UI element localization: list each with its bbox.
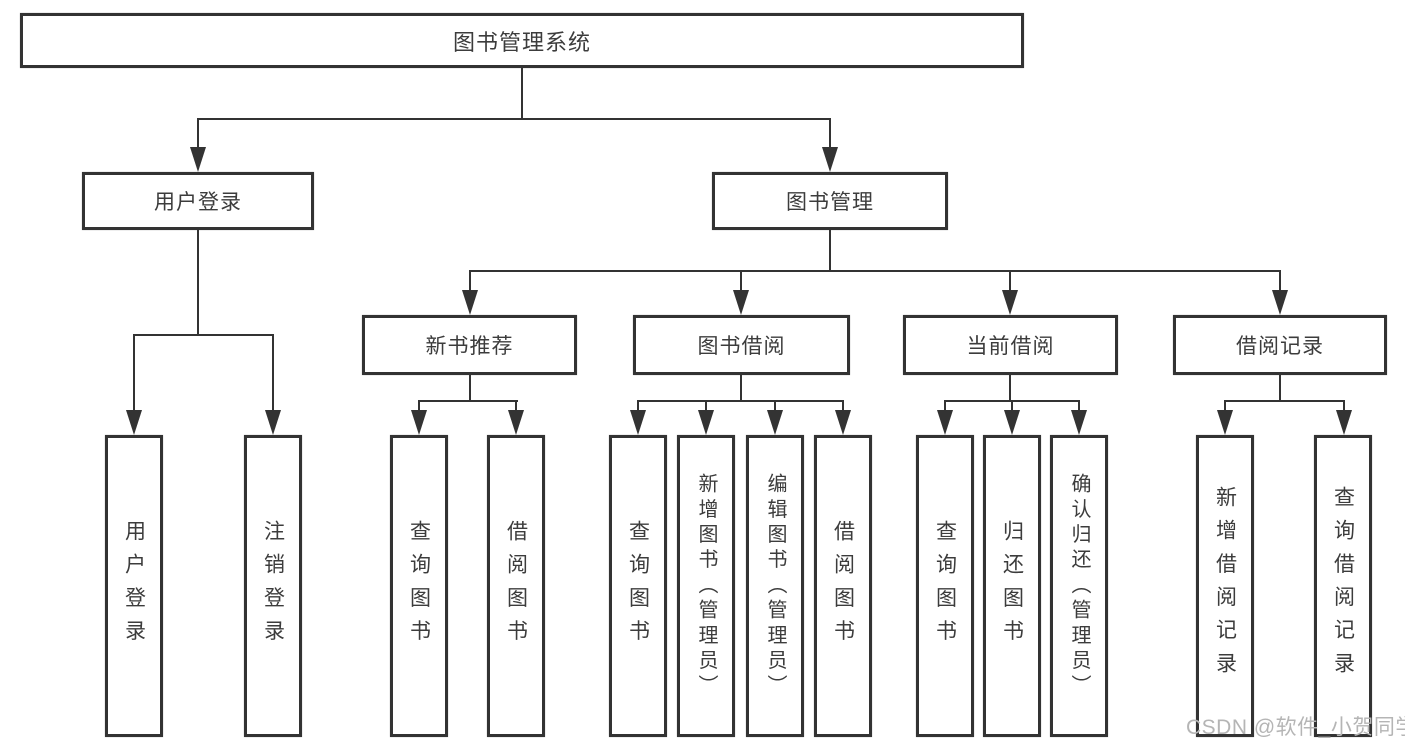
leaf-label: 查询图书 (407, 519, 431, 653)
node-library-management-system: 图书管理系统 (20, 13, 1024, 68)
leaf-label: 借阅图书 (831, 519, 855, 653)
arrow-down-icon (1217, 410, 1233, 435)
node-label: 用户登录 (154, 191, 242, 214)
arrow-down-icon (462, 290, 478, 315)
connector-line (418, 400, 420, 412)
arrow-down-icon (265, 410, 281, 435)
connector-line (842, 400, 844, 412)
arrow-down-icon (1004, 410, 1020, 435)
leaf-label: 注销登录 (261, 519, 285, 653)
leaf-borrow-books: 借阅图书 (814, 435, 872, 737)
connector-line (1279, 375, 1281, 402)
connector-line (740, 270, 742, 292)
leaf-label: 查询图书 (626, 519, 650, 653)
node-user-login: 用户登录 (82, 172, 314, 230)
connector-line (637, 400, 844, 402)
leaf-return-books: 归还图书 (983, 435, 1041, 737)
node-label: 借阅记录 (1236, 335, 1324, 358)
connector-line (515, 400, 517, 412)
connector-line (740, 375, 742, 402)
leaf-add-books-admin: 新增图书（管理员） (677, 435, 735, 737)
arrow-down-icon (698, 410, 714, 435)
connector-line (418, 400, 518, 402)
connector-line (133, 334, 135, 412)
leaf-label: 新增借阅记录 (1213, 486, 1237, 686)
node-new-book-recommendation: 新书推荐 (362, 315, 577, 375)
connector-line (197, 118, 831, 120)
node-label: 图书管理 (786, 191, 874, 214)
node-label: 新书推荐 (425, 335, 514, 358)
connector-line (829, 230, 831, 272)
leaf-user-login: 用户登录 (105, 435, 163, 737)
connector-line (829, 118, 831, 148)
arrow-down-icon (126, 410, 142, 435)
node-book-management: 图书管理 (712, 172, 948, 230)
connector-line (1011, 400, 1013, 412)
leaf-confirm-return-admin: 确认归还（管理员） (1050, 435, 1108, 737)
arrow-down-icon (1272, 290, 1288, 315)
leaf-label: 归还图书 (1000, 519, 1024, 653)
leaf-label: 查询图书 (933, 519, 957, 653)
arrow-down-icon (630, 410, 646, 435)
arrow-down-icon (733, 290, 749, 315)
arrow-down-icon (1002, 290, 1018, 315)
leaf-add-borrow-record: 新增借阅记录 (1196, 435, 1254, 737)
connector-line (1224, 400, 1345, 402)
leaf-query-borrow-record: 查询借阅记录 (1314, 435, 1372, 737)
leaf-query-books-recommend: 查询图书 (390, 435, 448, 737)
connector-line (1343, 400, 1345, 412)
node-borrowing-records: 借阅记录 (1173, 315, 1387, 375)
connector-line (1078, 400, 1080, 412)
arrow-down-icon (835, 410, 851, 435)
connector-line (469, 270, 1281, 272)
connector-line (1279, 270, 1281, 292)
connector-line (705, 400, 707, 412)
node-label: 当前借阅 (966, 335, 1055, 358)
arrow-down-icon (508, 410, 524, 435)
arrow-down-icon (411, 410, 427, 435)
node-book-borrowing: 图书借阅 (633, 315, 850, 375)
connector-line (1224, 400, 1226, 412)
connector-line (944, 400, 946, 412)
leaf-label: 编辑图书（管理员） (764, 472, 786, 700)
arrow-down-icon (1336, 410, 1352, 435)
leaf-query-books-current: 查询图书 (916, 435, 974, 737)
leaf-label: 用户登录 (122, 519, 146, 653)
connector-line (1009, 270, 1011, 292)
arrow-down-icon (190, 147, 206, 172)
connector-line (637, 400, 639, 412)
leaf-logout: 注销登录 (244, 435, 302, 737)
connector-line (197, 230, 199, 336)
node-current-borrowing: 当前借阅 (903, 315, 1118, 375)
connector-line (521, 68, 523, 120)
connector-line (469, 270, 471, 292)
node-label: 图书借阅 (697, 335, 786, 358)
leaf-borrow-books-recommend: 借阅图书 (487, 435, 545, 737)
node-label: 图书管理系统 (452, 29, 591, 55)
connector-line (197, 118, 199, 148)
leaf-edit-books-admin: 编辑图书（管理员） (746, 435, 804, 737)
leaf-query-books-borrowing: 查询图书 (609, 435, 667, 737)
connector-line (774, 400, 776, 412)
arrow-down-icon (767, 410, 783, 435)
arrow-down-icon (822, 147, 838, 172)
arrow-down-icon (1071, 410, 1087, 435)
connector-line (469, 375, 471, 402)
leaf-label: 查询借阅记录 (1331, 486, 1355, 686)
connector-line (133, 334, 274, 336)
leaf-label: 新增图书（管理员） (695, 472, 717, 700)
connector-line (272, 334, 274, 412)
leaf-label: 确认归还（管理员） (1068, 472, 1090, 700)
csdn-watermark: CSDN @软件_小贺同学 (1186, 716, 1405, 739)
connector-line (1009, 375, 1011, 402)
arrow-down-icon (937, 410, 953, 435)
leaf-label: 借阅图书 (504, 519, 528, 653)
